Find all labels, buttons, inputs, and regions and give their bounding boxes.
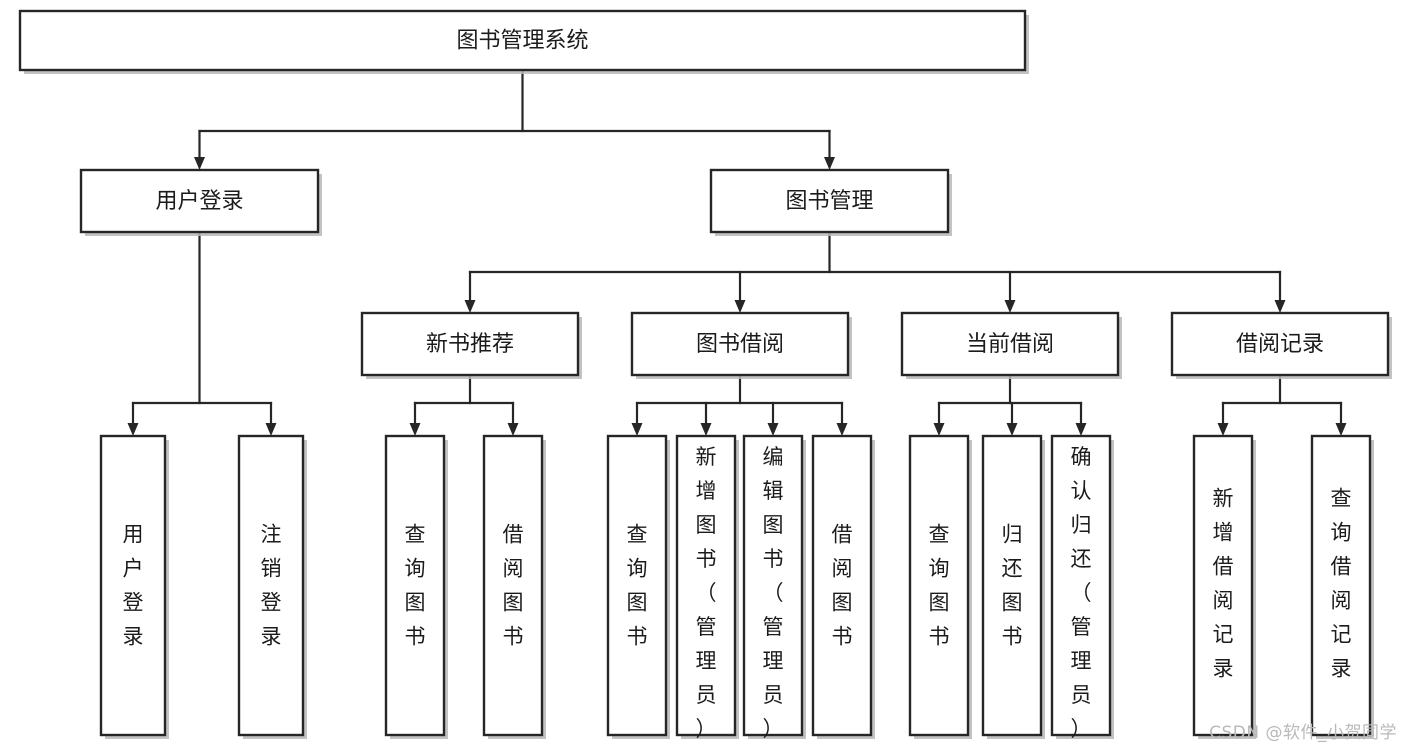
- arrow-leaf-borrow-book-2: [836, 423, 848, 436]
- node-box-leaf-user-login[interactable]: [99, 434, 167, 737]
- node-box-current-borrow[interactable]: [900, 311, 1120, 377]
- arrow-leaf-query-borrow-record: [1335, 423, 1347, 436]
- node-leaf-borrow-book-1[interactable]: 借阅图书: [482, 434, 546, 739]
- arrow-leaf-add-book-admin: [700, 423, 712, 436]
- node-box-leaf-query-book-1[interactable]: [384, 434, 446, 737]
- node-box-leaf-return-book[interactable]: [981, 434, 1043, 737]
- node-box-leaf-confirm-return-admin[interactable]: [1050, 434, 1112, 737]
- edge-layer: [127, 68, 1347, 436]
- node-box-leaf-query-book-3[interactable]: [908, 434, 970, 737]
- node-label-leaf-query-book-2: 查询图书: [627, 523, 648, 649]
- node-label-leaf-confirm-return-admin: 确认归还（管理员）: [1071, 445, 1092, 741]
- arrow-user-login: [194, 157, 205, 170]
- node-label-book-borrow: 图书借阅: [696, 332, 784, 357]
- node-leaf-return-book[interactable]: 归还图书: [981, 434, 1045, 739]
- node-leaf-query-book-3[interactable]: 查询图书: [908, 434, 972, 739]
- node-label-current-borrow: 当前借阅: [966, 332, 1054, 357]
- arrow-leaf-query-book-1: [409, 423, 421, 436]
- node-box-leaf-add-book-admin[interactable]: [675, 434, 737, 737]
- node-box-root[interactable]: [18, 9, 1027, 72]
- node-leaf-add-book-admin[interactable]: 新增图书（管理员）: [675, 434, 739, 741]
- arrow-leaf-add-borrow-record: [1217, 423, 1229, 436]
- node-leaf-query-borrow-record[interactable]: 查询借阅记录: [1310, 434, 1374, 739]
- node-leaf-confirm-return-admin[interactable]: 确认归还（管理员）: [1050, 434, 1114, 741]
- node-box-borrow-record[interactable]: [1170, 311, 1390, 377]
- node-current-borrow[interactable]: 当前借阅: [900, 311, 1122, 379]
- node-label-borrow-record: 借阅记录: [1236, 332, 1324, 357]
- node-box-leaf-query-book-2[interactable]: [606, 434, 668, 737]
- arrow-leaf-query-book-2: [631, 423, 643, 436]
- node-box-leaf-add-borrow-record[interactable]: [1192, 434, 1254, 737]
- node-label-leaf-query-book-1: 查询图书: [405, 523, 426, 649]
- arrow-leaf-edit-book-admin: [767, 423, 779, 436]
- node-leaf-user-login[interactable]: 用户登录: [99, 434, 169, 739]
- node-leaf-query-book-2[interactable]: 查询图书: [606, 434, 670, 739]
- node-leaf-query-book-1[interactable]: 查询图书: [384, 434, 448, 739]
- node-box-book-borrow[interactable]: [630, 311, 850, 377]
- node-label-user-login: 用户登录: [155, 189, 243, 214]
- node-label-leaf-add-book-admin: 新增图书（管理员）: [696, 445, 717, 741]
- node-label-leaf-add-borrow-record: 新增借阅记录: [1213, 487, 1234, 681]
- node-leaf-borrow-book-2[interactable]: 借阅图书: [811, 434, 875, 739]
- arrow-leaf-user-login: [127, 423, 139, 436]
- arrow-current-borrow: [1004, 300, 1016, 313]
- node-box-user-login[interactable]: [79, 168, 320, 234]
- node-label-leaf-user-logout: 注销登录: [261, 523, 282, 649]
- arrow-new-book-recommend: [464, 300, 476, 313]
- arrow-leaf-user-logout: [265, 423, 277, 436]
- node-leaf-user-logout[interactable]: 注销登录: [237, 434, 307, 739]
- node-label-leaf-borrow-book-1: 借阅图书: [503, 523, 524, 649]
- arrow-book-manage: [824, 157, 835, 170]
- node-leaf-add-borrow-record[interactable]: 新增借阅记录: [1192, 434, 1256, 739]
- node-box-leaf-user-logout[interactable]: [237, 434, 305, 737]
- node-book-manage[interactable]: 图书管理: [709, 168, 952, 236]
- node-borrow-record[interactable]: 借阅记录: [1170, 311, 1392, 379]
- node-box-leaf-edit-book-admin[interactable]: [742, 434, 804, 737]
- node-label-leaf-edit-book-admin: 编辑图书（管理员）: [763, 445, 784, 741]
- node-label-leaf-borrow-book-2: 借阅图书: [832, 523, 853, 649]
- node-label-leaf-return-book: 归还图书: [1002, 523, 1023, 649]
- arrow-leaf-confirm-return-admin: [1075, 423, 1087, 436]
- node-box-leaf-query-borrow-record[interactable]: [1310, 434, 1372, 737]
- arrow-borrow-record: [1274, 300, 1286, 313]
- node-book-borrow[interactable]: 图书借阅: [630, 311, 852, 379]
- arrow-book-borrow: [734, 300, 746, 313]
- arrow-leaf-return-book: [1006, 423, 1018, 436]
- node-label-leaf-user-login: 用户登录: [123, 523, 144, 649]
- node-label-leaf-query-borrow-record: 查询借阅记录: [1331, 487, 1352, 681]
- node-label-new-book-recommend: 新书推荐: [426, 332, 514, 357]
- node-root[interactable]: 图书管理系统: [18, 9, 1029, 74]
- node-box-book-manage[interactable]: [709, 168, 950, 234]
- arrow-leaf-borrow-book-1: [507, 423, 519, 436]
- node-new-book-recommend[interactable]: 新书推荐: [360, 311, 582, 379]
- node-box-leaf-borrow-book-2[interactable]: [811, 434, 873, 737]
- node-box-leaf-borrow-book-1[interactable]: [482, 434, 544, 737]
- node-leaf-edit-book-admin[interactable]: 编辑图书（管理员）: [742, 434, 806, 741]
- node-label-book-manage: 图书管理: [785, 189, 873, 214]
- node-label-root: 图书管理系统: [456, 29, 588, 54]
- node-box-new-book-recommend[interactable]: [360, 311, 580, 377]
- node-layer: 图书管理系统用户登录图书管理新书推荐图书借阅当前借阅借阅记录用户登录注销登录查询…: [18, 9, 1392, 741]
- arrow-leaf-query-book-3: [933, 423, 945, 436]
- node-user-login[interactable]: 用户登录: [79, 168, 322, 236]
- node-label-leaf-query-book-3: 查询图书: [929, 523, 950, 649]
